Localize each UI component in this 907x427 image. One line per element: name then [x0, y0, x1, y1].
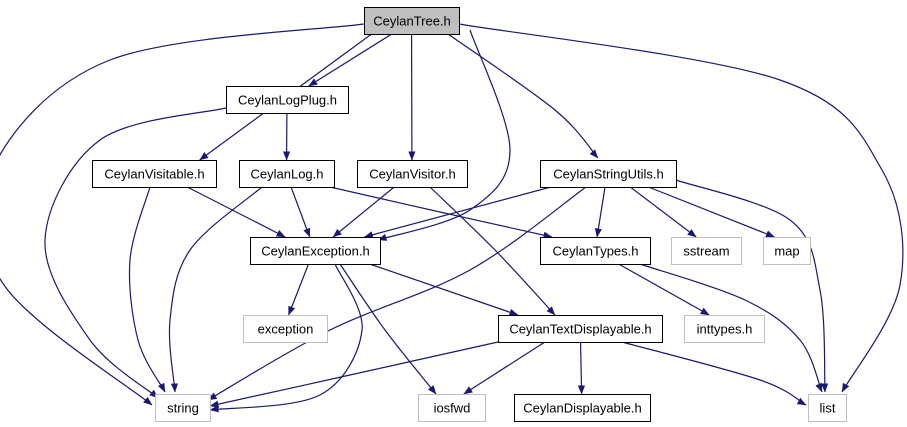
edge-visitor-to-textdisp	[429, 186, 556, 316]
edge-exception_h-to-textdisp	[369, 263, 519, 316]
node-label-root: CeylanTree.h	[373, 14, 451, 29]
node-stringutils[interactable]: CeylanStringUtils.h	[540, 160, 677, 188]
node-label-types: CeylanTypes.h	[553, 244, 639, 259]
node-visitable[interactable]: CeylanVisitable.h	[92, 160, 217, 188]
edge-log-to-string	[168, 186, 263, 393]
node-box-root	[364, 7, 460, 35]
edge-root-to-list	[458, 23, 904, 393]
node-box-displayable	[514, 394, 651, 422]
node-label-iosfwd: iosfwd	[434, 401, 471, 416]
node-exception_h[interactable]: CeylanException.h	[250, 237, 381, 265]
edge-types-to-inttypes	[618, 263, 710, 316]
edge-exception_h-to-exception	[288, 263, 310, 316]
node-inttypes[interactable]: inttypes.h	[684, 315, 765, 343]
edge-root-to-string	[0, 23, 365, 406]
node-root[interactable]: CeylanTree.h	[364, 7, 460, 35]
edge-exception_h-to-iosfwd	[339, 263, 437, 395]
node-label-logplug: CeylanLogPlug.h	[238, 93, 337, 108]
node-box-iosfwd	[418, 394, 486, 422]
node-label-list: list	[820, 401, 836, 416]
edge-stringutils-to-types	[594, 186, 606, 238]
edge-textdisp-to-displayable	[577, 341, 586, 395]
edge-stringutils-to-list	[675, 179, 829, 393]
node-label-log: CeylanLog.h	[251, 167, 324, 182]
edge-textdisp-to-list	[621, 341, 807, 406]
node-map[interactable]: map	[763, 237, 811, 265]
edge-types-to-list	[639, 263, 823, 393]
edge-log-to-exception_h	[290, 186, 311, 238]
nodes-layer: CeylanTree.hCeylanLogPlug.hCeylanVisitab…	[92, 7, 847, 422]
edge-exception_h-to-string	[209, 263, 363, 413]
node-label-string: string	[167, 401, 199, 416]
node-box-log	[239, 160, 335, 188]
edge-stringutils-to-sstream	[629, 186, 697, 238]
node-box-list	[808, 394, 847, 422]
node-textdisp[interactable]: CeylanTextDisplayable.h	[498, 315, 663, 343]
node-label-map: map	[774, 244, 799, 259]
node-list[interactable]: list	[808, 394, 847, 422]
node-box-exception	[243, 315, 328, 343]
node-label-exception_h: CeylanException.h	[261, 244, 369, 259]
edge-stringutils-to-exception_h	[363, 186, 552, 239]
node-label-textdisp: CeylanTextDisplayable.h	[509, 322, 651, 337]
node-box-string	[155, 394, 211, 422]
node-label-stringutils: CeylanStringUtils.h	[553, 167, 664, 182]
node-box-visitor	[357, 160, 468, 188]
node-visitor[interactable]: CeylanVisitor.h	[357, 160, 468, 188]
node-label-inttypes: inttypes.h	[697, 322, 753, 337]
node-log[interactable]: CeylanLog.h	[239, 160, 335, 188]
node-label-visitable: CeylanVisitable.h	[104, 167, 204, 182]
node-label-exception: exception	[258, 322, 314, 337]
node-displayable[interactable]: CeylanDisplayable.h	[514, 394, 651, 422]
node-box-textdisp	[498, 315, 663, 343]
node-iosfwd[interactable]: iosfwd	[418, 394, 486, 422]
edge-stringutils-to-string	[207, 186, 587, 401]
node-string[interactable]: string	[155, 394, 211, 422]
node-box-exception_h	[250, 237, 381, 265]
edge-log-to-types	[329, 186, 553, 239]
edge-visitable-to-string	[128, 186, 166, 393]
node-types[interactable]: CeylanTypes.h	[540, 237, 651, 265]
edge-stringutils-to-map	[648, 186, 775, 238]
edge-root-to-logplug	[308, 33, 393, 87]
node-label-displayable: CeylanDisplayable.h	[523, 401, 642, 416]
node-logplug[interactable]: CeylanLogPlug.h	[226, 86, 349, 114]
edge-textdisp-to-iosfwd	[463, 341, 546, 395]
node-box-sstream	[671, 237, 742, 265]
node-box-map	[763, 237, 811, 265]
node-label-sstream: sstream	[683, 244, 729, 259]
node-box-inttypes	[684, 315, 765, 343]
edge-visitor-to-exception_h	[332, 186, 395, 238]
edge-root-to-stringutils	[447, 33, 599, 159]
node-sstream[interactable]: sstream	[671, 237, 742, 265]
edge-textdisp-to-string	[209, 341, 499, 408]
node-label-visitor: CeylanVisitor.h	[369, 167, 455, 182]
node-exception[interactable]: exception	[243, 315, 328, 343]
edges-layer	[0, 23, 904, 413]
node-box-types	[540, 237, 651, 265]
node-box-logplug	[226, 86, 349, 114]
edge-visitable-to-exception_h	[186, 186, 286, 238]
edge-logplug-to-string	[44, 107, 227, 399]
edge-root-to-exception_h	[377, 29, 511, 241]
node-box-stringutils	[540, 160, 677, 188]
node-box-visitable	[92, 160, 217, 188]
